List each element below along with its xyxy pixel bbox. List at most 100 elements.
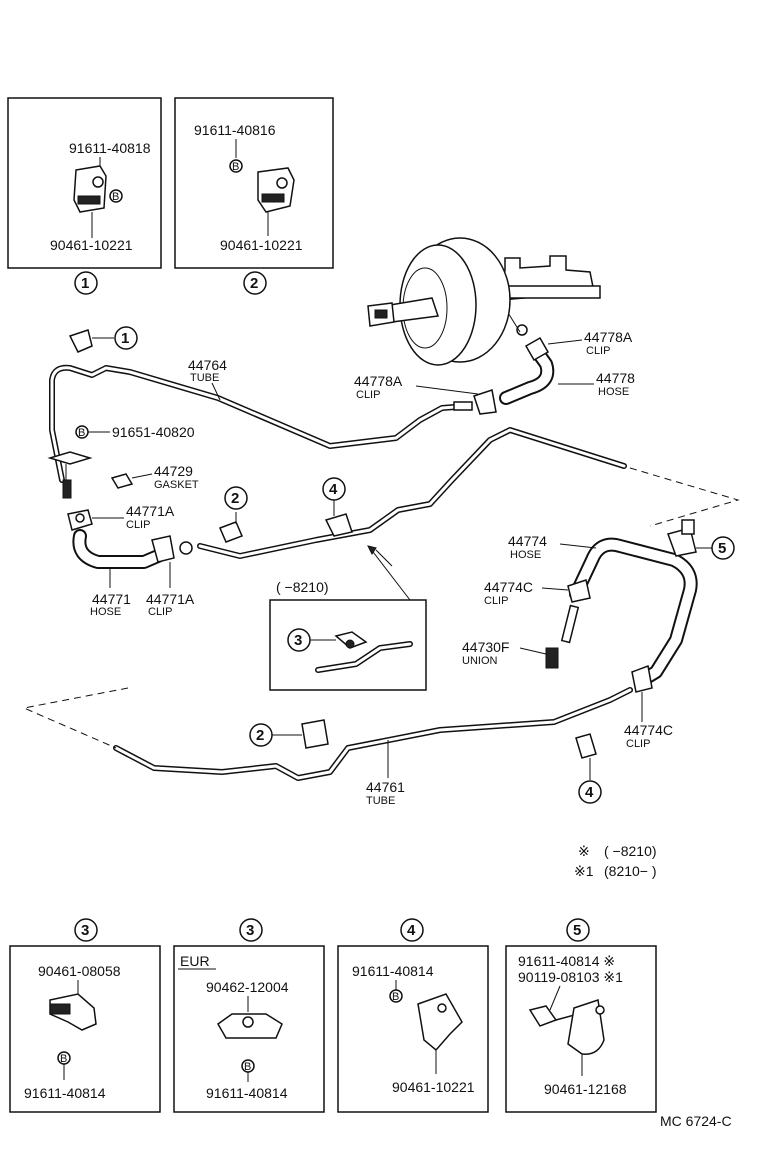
bolt-91651-label: 91651-40820 [112,424,195,440]
clip-44774C-lower-number: 44774C [624,722,673,738]
clip-ref-5-main: 5 [667,519,735,560]
hose-44778-number: 44778 [596,370,635,386]
gasket-44729-shape [110,473,134,489]
inset-2: 91611-40816 B 90461-10221 2 [174,97,334,295]
clip-44778A-right-number: 44778A [584,329,633,345]
tube-44764-name: TUBE [190,372,219,384]
bracket-ref-1: 1 [68,326,138,353]
main-labels: 44764 TUBE B 91651-40820 44729 GASKET 44… [75,329,673,807]
bottom-inset-4-part-b: 90461-10221 [392,1079,475,1095]
variant-box-label: ( −8210) [276,579,329,595]
hose-44774-number: 44774 [508,533,547,549]
inset-1-part-b: 90461-10221 [50,237,133,253]
inset-1: 91611-40818 B 90461-10221 1 [7,97,162,295]
clip-44771A-lower-number: 44771A [146,591,195,607]
clip-44771A-upper [67,509,93,531]
clip-ref-4-lower: 4 [575,733,602,804]
tube-continuation-right [629,467,740,527]
bottom-inset-4-part-a: 91611-40814 [352,963,434,979]
bottom-inset-4-badge: B [392,991,399,1003]
footer-code: MC 6724-C [660,1113,732,1129]
gasket-44729-number: 44729 [154,463,193,479]
clip-44778A-right-name: CLIP [586,345,610,357]
clip-44771A-lower [151,535,193,563]
hose-44774 [569,537,698,685]
main-ref-4: 4 [329,481,338,498]
clip-44771A-upper-name: CLIP [126,519,150,531]
inset-2-frame [174,97,334,269]
union-44730F-shape [545,604,580,669]
clip-44774C-upper-name: CLIP [484,595,508,607]
brake-booster [367,237,601,366]
bottom-inset-3: 3 90461-08058 B 91611-40814 [9,918,161,1113]
clip-44771A-lower-name: CLIP [148,606,172,618]
bottom-inset-3-eur-part-a: 90462-12004 [206,979,289,995]
bottom-inset-5-part-b: 90119-08103 ※1 [518,969,623,985]
inset-2-ref-circle [243,271,267,295]
bottom-inset-3-eur-part-b: 91611-40814 [206,1085,288,1101]
legend-mark-1-symbol: ※ [578,843,590,859]
hose-44778 [499,343,555,405]
tube-44764 [49,364,471,483]
bottom-inset-3-part-a: 90461-08058 [38,963,121,979]
hose-44778-name: HOSE [598,386,629,398]
hose-44771-number: 44771 [92,591,131,607]
bottom-inset-3-part-b: 91611-40814 [24,1085,106,1101]
bottom-inset-5-part-c: 90461-12168 [544,1081,627,1097]
clip-44774C-lower-name: CLIP [626,738,650,750]
bottom-inset-3-badge: B [60,1053,67,1065]
inset-1-badge [109,189,123,203]
clip-ref-4-upper: 4 [322,477,353,537]
bottom-inset-3-eur-badge: B [244,1061,251,1073]
inset-2-bracket [257,167,295,213]
hose-44771-name: HOSE [90,606,121,618]
legend: ※ ( −8210) ※1 (8210− ) [574,843,657,879]
inset-1-frame [7,97,162,269]
bottom-inset-5-ref: 5 [573,922,581,939]
inset-1-part-a: 91611-40818 [69,140,151,156]
clip-44771A-upper-number: 44771A [126,503,175,519]
bottom-inset-4: 4 91611-40814 B 90461-10221 [337,918,489,1113]
clip-44778A-right-shape [524,336,550,362]
bottom-inset-3-eur-tag: EUR [180,953,210,969]
main-ref-2: 2 [231,490,239,507]
main-badge-text: B [78,427,85,439]
legend-mark-2-text: (8210− ) [604,863,657,879]
clip-44774C-upper-shape [567,579,591,603]
clip-44778A-left-shape [453,389,497,415]
inset-2-part-a: 91611-40816 [194,122,276,138]
tube-44761-name: TUBE [366,795,395,807]
variant-box: ( −8210) 3 [269,545,427,691]
bottom-inset-5: 5 91611-40814 ※ 90119-08103 ※1 90461-121… [505,918,657,1113]
main-ref-5: 5 [718,540,726,557]
main-ref-2b: 2 [256,727,264,744]
union-plate [47,451,93,499]
bottom-inset-4-ref: 4 [407,922,416,939]
inset-2-ref: 2 [250,275,258,292]
inset-2-part-b: 90461-10221 [220,237,303,253]
bottom-inset-3-eur-ref: 3 [246,922,254,939]
bottom-inset-3-ref: 3 [81,922,89,939]
main-ref-3: 3 [294,632,302,649]
inset-1-badge-text: B [112,191,119,203]
gasket-44729-name: GASKET [154,479,199,491]
tube-44764-number: 44764 [188,357,227,373]
union-44730F-number: 44730F [462,639,509,655]
inset-2-badge-text: B [232,161,239,173]
main-ref-1: 1 [121,330,129,347]
clip-44778A-left-number: 44778A [354,373,403,389]
inset-1-ref: 1 [81,275,89,292]
legend-mark-2-symbol: ※1 [574,863,594,879]
inset-2-badge [229,159,243,173]
inset-1-bracket [73,165,107,213]
clip-44774C-lower-shape [631,664,653,693]
legend-mark-1-text: ( −8210) [604,843,657,859]
clip-ref-2-lower: 2 [249,719,329,749]
clip-ref-2-upper: 2 [219,486,248,543]
tube-continuation-left [22,687,129,749]
tube-44761 [113,687,633,781]
main-ref-4b: 4 [585,784,594,801]
bottom-inset-3-eur: 3 EUR 90462-12004 B 91611-40814 [173,918,325,1113]
hose-44774-name: HOSE [510,549,541,561]
